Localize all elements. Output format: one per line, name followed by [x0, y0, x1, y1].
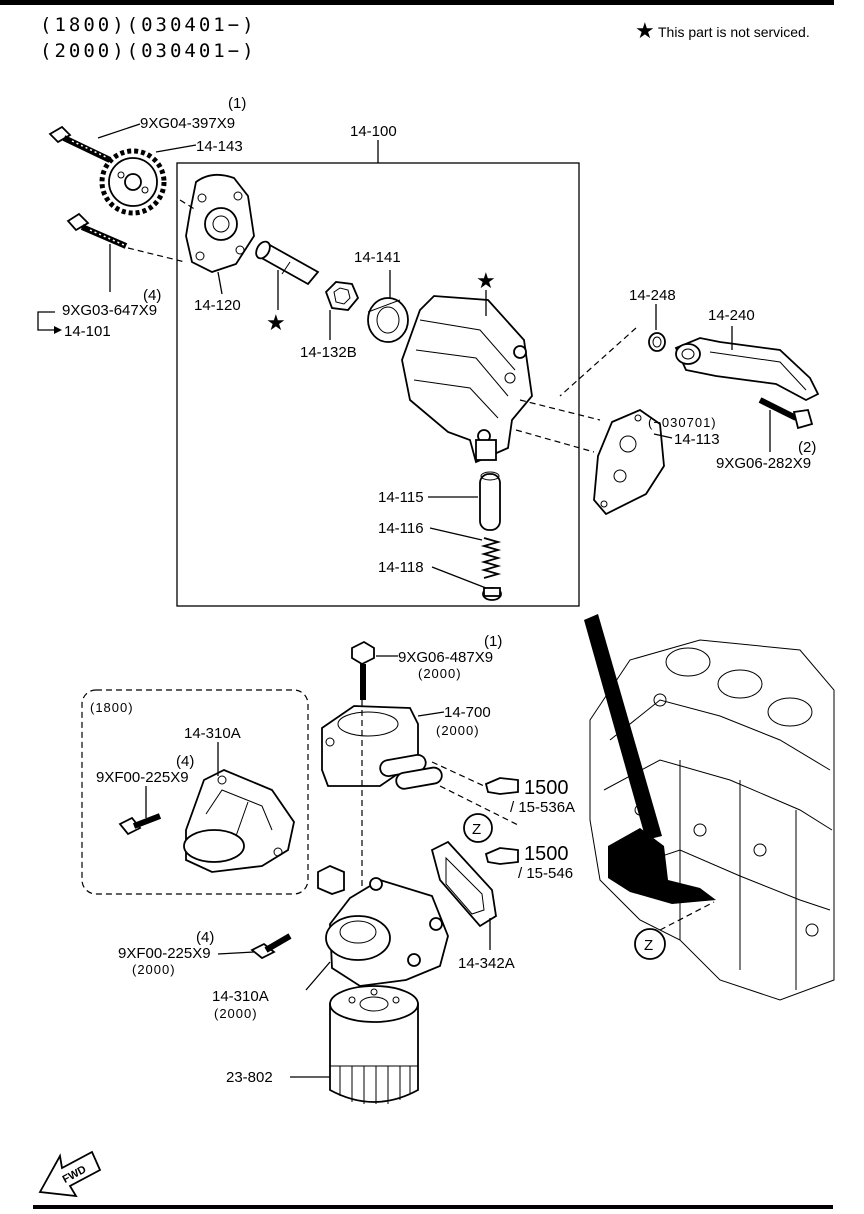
- engine-block-illustration: [589, 639, 835, 1001]
- label-9xg04-397x9: 9XG04-397X9: [140, 115, 235, 132]
- bracket-piece: [317, 865, 345, 895]
- bolt-9xg03-647x9: [66, 212, 128, 249]
- label-14-342a: 14-342A: [458, 955, 515, 972]
- star-icon-shaft: ★: [266, 310, 286, 335]
- inset-1800-title: (1800): [90, 700, 134, 715]
- bottom-rule: [33, 1205, 833, 1209]
- relief-spring-14-116: [480, 537, 502, 579]
- label-14-100: 14-100: [350, 123, 397, 140]
- gasket-14-342a: [430, 840, 497, 928]
- qty-9xg06-282: (2): [798, 439, 816, 456]
- ref-1500-b[interactable]: 1500: [524, 843, 569, 865]
- ref-15-536a[interactable]: / 15-536A: [510, 799, 575, 816]
- qty-9xg06-487: (1): [484, 633, 502, 650]
- label-9xg03-647x9: 9XG03-647X9: [62, 302, 157, 319]
- star-icon: ★: [635, 18, 655, 43]
- label-14-240: 14-240: [708, 307, 755, 324]
- label-9xg06-487x9: 9XG06-487X9: [398, 649, 493, 666]
- header-line-2: (2000)(030401−): [40, 40, 257, 62]
- pump-shaft: [255, 240, 320, 286]
- label-14-143: 14-143: [196, 138, 243, 155]
- note-9xg06-487: (2000): [418, 666, 462, 681]
- relief-plug-14-118: [482, 587, 502, 601]
- label-14-310a-2000: 14-310A: [212, 988, 269, 1005]
- pointing-hand-icon: [484, 777, 519, 795]
- bolt-9xg06-282x9: [758, 397, 814, 430]
- location-leader: [584, 614, 662, 840]
- oil-filter-body-14-310a-1800: [183, 769, 295, 873]
- oil-filter-body-14-310a-2000: [325, 877, 449, 987]
- label-14-120: 14-120: [194, 297, 241, 314]
- label-14-113: 14-113: [674, 431, 720, 448]
- outer-rotor-14-141: [367, 297, 409, 343]
- not-serviced-note: This part is not serviced.: [658, 24, 810, 40]
- bolt-9xg04-397x9: [48, 125, 112, 163]
- pump-cover-14-120: [185, 173, 255, 273]
- label-14-310a-1800: 14-310A: [184, 725, 241, 742]
- z-marker-circle: [463, 813, 493, 843]
- note-9xf00-2000: (2000): [132, 962, 176, 977]
- gasket-14-113: [593, 408, 665, 516]
- qty-9xf00-1800: (4): [176, 753, 194, 770]
- forward-arrow-icon: FWD: [38, 1150, 102, 1198]
- header-line-1: (1800)(030401−): [40, 14, 257, 36]
- note-14-310a-2000: (2000): [214, 1006, 258, 1021]
- inset-1800-box: [81, 689, 309, 895]
- note-14-113: (−030701): [648, 415, 717, 430]
- pointing-hand-icon-2: [484, 847, 519, 865]
- qty-9xg03: (4): [143, 287, 161, 304]
- relief-plunger-14-115: [479, 471, 501, 531]
- z-marker-engine-label: Z: [644, 937, 653, 954]
- z-marker-label: Z: [472, 821, 481, 838]
- qty-9xf00-2000: (4): [196, 929, 214, 946]
- bolt-9xg06-487x9: [351, 640, 375, 700]
- inner-rotor-14-132b: [324, 281, 360, 311]
- label-14-115: 14-115: [378, 489, 424, 506]
- label-14-132b: 14-132B: [300, 344, 357, 361]
- label-14-248: 14-248: [629, 287, 676, 304]
- label-14-116: 14-116: [378, 520, 424, 537]
- label-14-101: 14-101: [64, 323, 111, 340]
- label-14-118: 14-118: [378, 559, 424, 576]
- label-23-802: 23-802: [226, 1069, 273, 1086]
- z-marker-engine-circle: [634, 928, 666, 960]
- top-rule: [0, 0, 834, 5]
- oil-strainer-14-240: [674, 337, 820, 402]
- o-ring-14-248: [648, 332, 666, 352]
- sprocket-14-143: [99, 148, 167, 216]
- bolt-9xf00-1800: [118, 813, 162, 836]
- qty-9xg04: (1): [228, 95, 246, 112]
- star-icon-housing: ★: [476, 268, 496, 293]
- label-9xf00-2000: 9XF00-225X9: [118, 945, 211, 962]
- pump-housing: [401, 295, 533, 464]
- ref-15-546[interactable]: / 15-546: [518, 865, 573, 882]
- oil-cooler-14-700: [321, 705, 443, 790]
- filter-location-highlight: [608, 828, 716, 904]
- label-14-700: 14-700: [444, 704, 491, 721]
- label-14-141: 14-141: [354, 249, 401, 266]
- label-9xf00-1800: 9XF00-225X9: [96, 769, 189, 786]
- label-9xg06-282x9: 9XG06-282X9: [716, 455, 811, 472]
- oil-filter-23-802: [329, 985, 419, 1104]
- note-14-700: (2000): [436, 723, 480, 738]
- bolt-9xf00-2000: [250, 933, 292, 960]
- ref-1500-a[interactable]: 1500: [524, 777, 569, 799]
